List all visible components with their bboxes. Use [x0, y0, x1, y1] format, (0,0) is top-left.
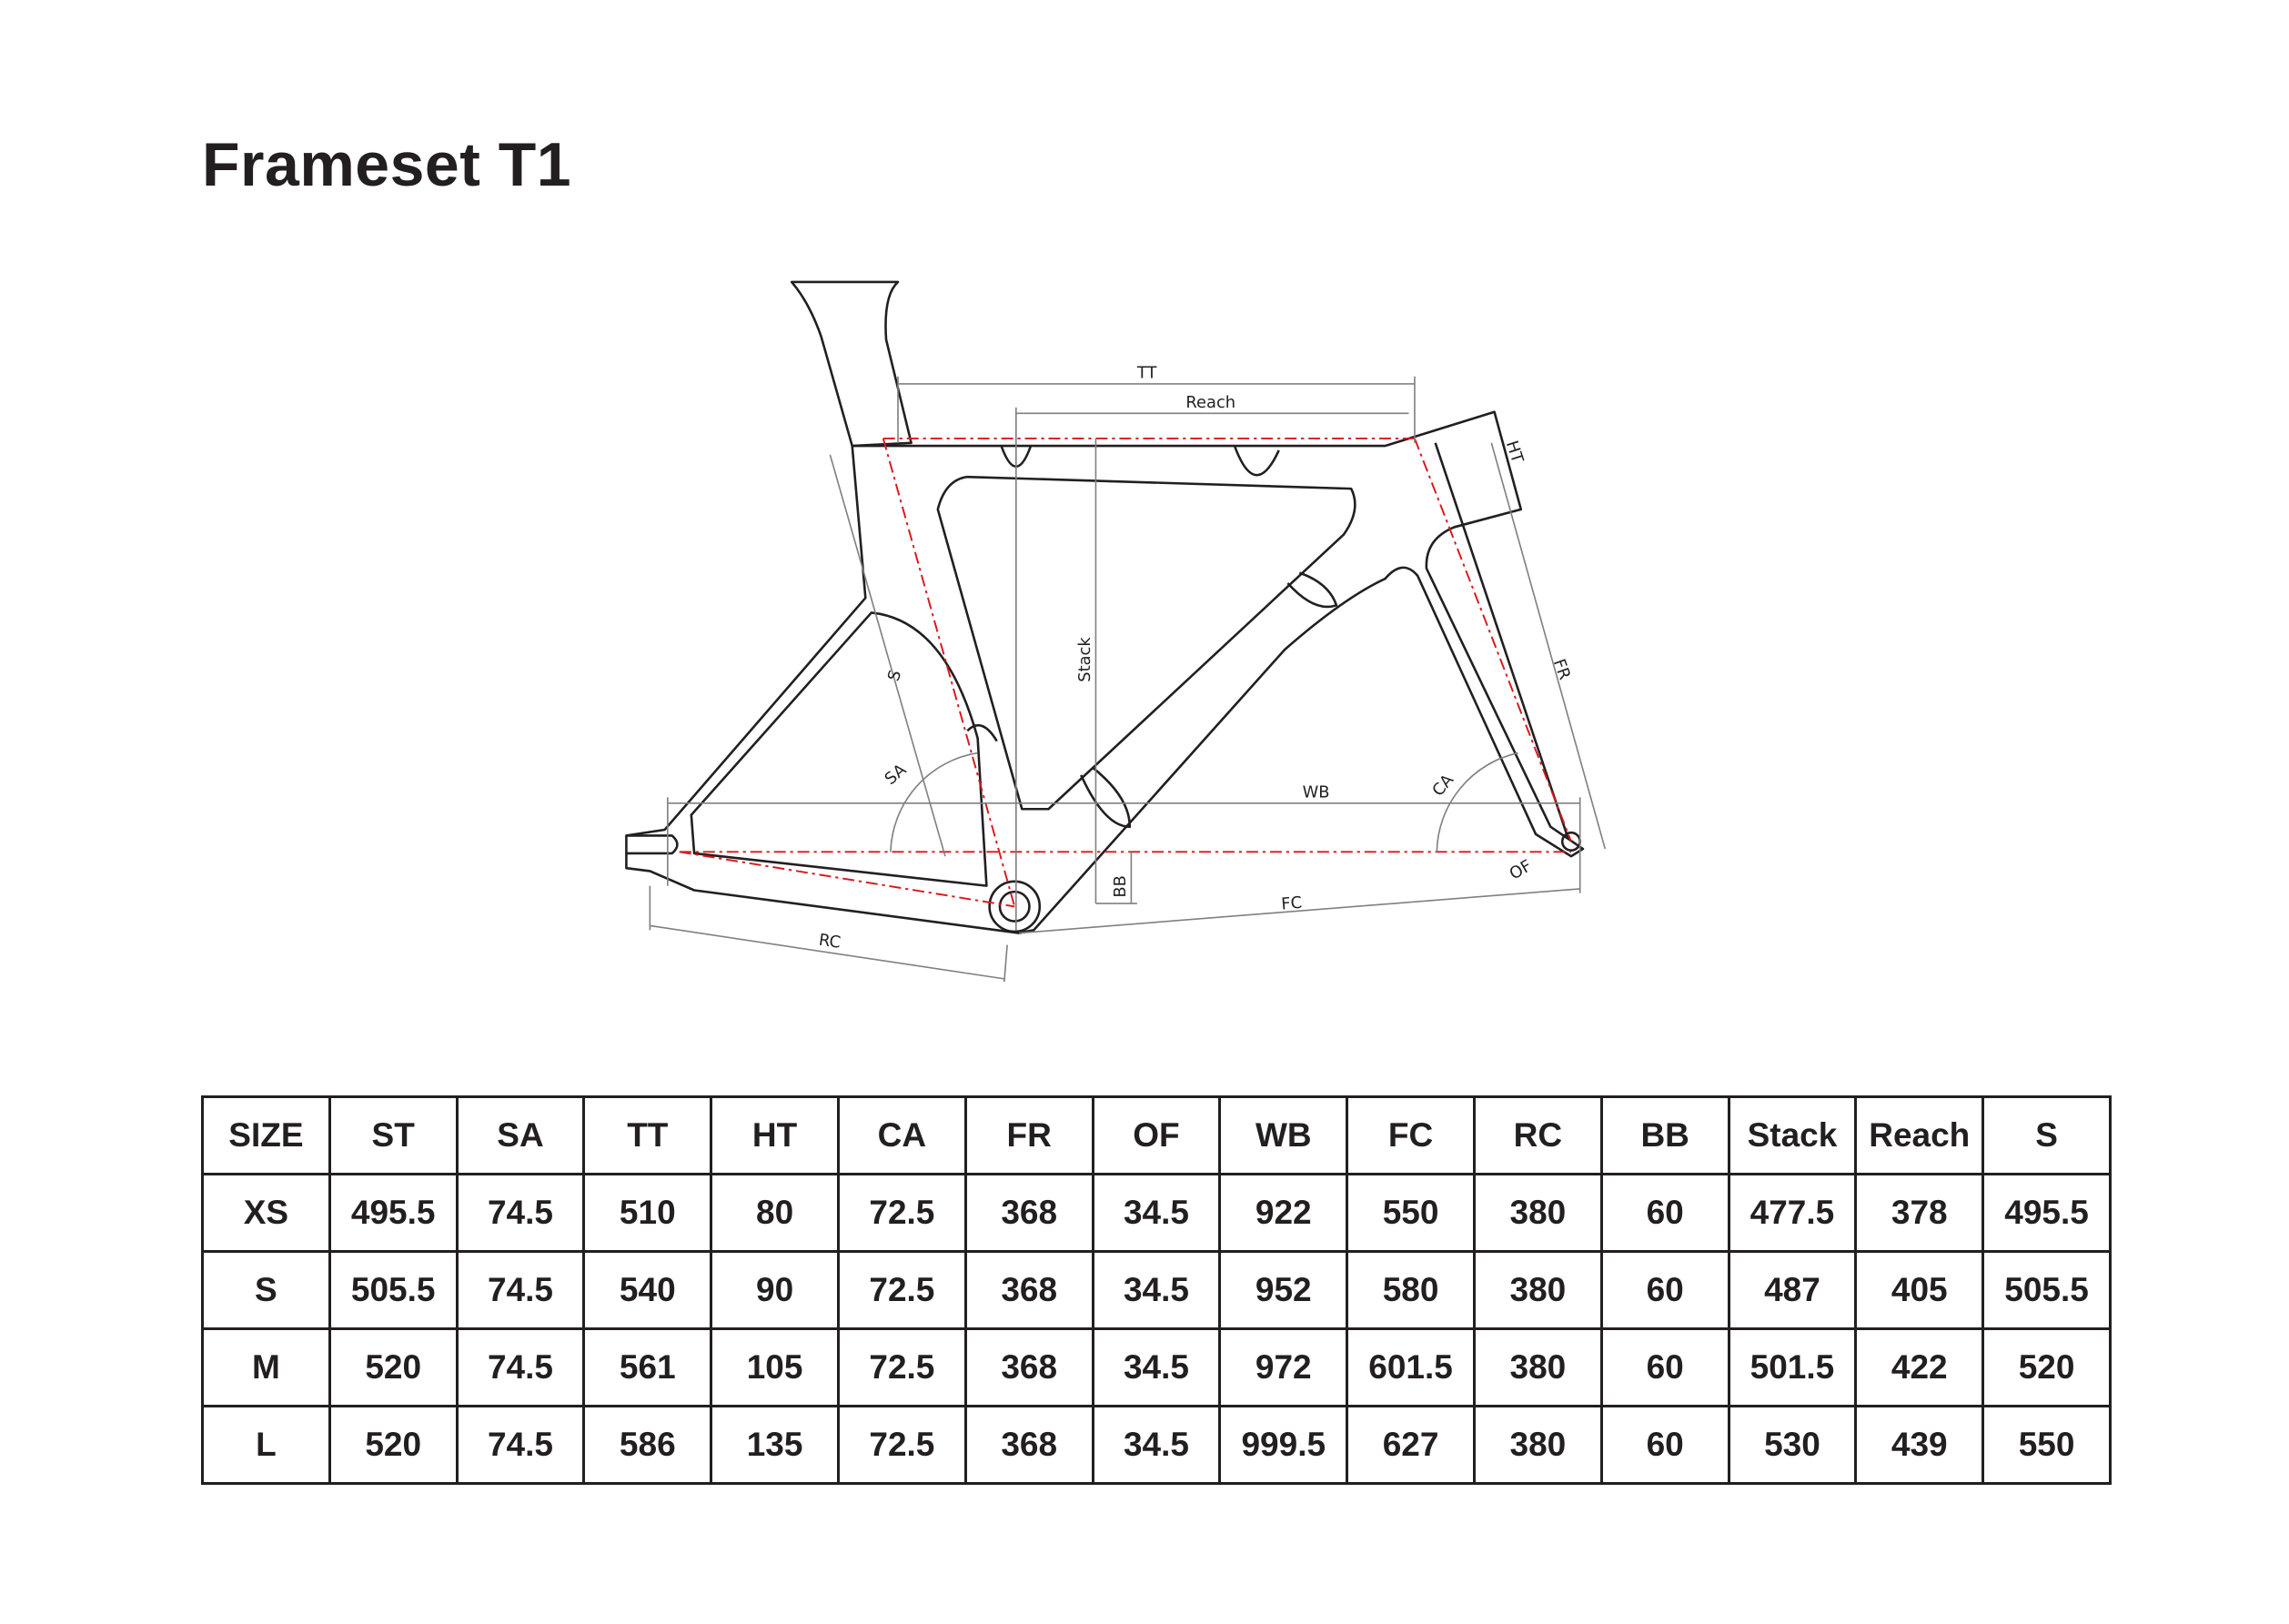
- column-header-bb: BB: [1599, 1095, 1730, 1175]
- table-cell: L: [201, 1405, 331, 1485]
- table-cell: 972: [1218, 1327, 1349, 1407]
- seatpost: [790, 280, 913, 448]
- table-cell: 520: [328, 1327, 459, 1407]
- table-cell: 368: [963, 1327, 1094, 1407]
- table-cell: 72.5: [836, 1405, 967, 1485]
- column-header-ht: HT: [710, 1095, 840, 1175]
- table-cell: 952: [1218, 1250, 1349, 1330]
- table-cell: 72.5: [836, 1327, 967, 1407]
- table-cell: 550: [1981, 1405, 2112, 1485]
- table-cell: 495.5: [328, 1173, 459, 1253]
- table-cell: 580: [1346, 1250, 1476, 1330]
- table-cell: 74.5: [455, 1405, 586, 1485]
- label-bb: BB: [1111, 875, 1130, 897]
- table-cell: 60: [1599, 1327, 1730, 1407]
- column-header-reach: Reach: [1854, 1095, 1985, 1175]
- table-cell: 520: [328, 1405, 459, 1485]
- table-cell: 80: [710, 1173, 840, 1253]
- table-cell: 505.5: [1981, 1250, 2112, 1330]
- rear-triangle-cutout: [690, 611, 988, 887]
- table-cell: 422: [1854, 1327, 1985, 1407]
- table-cell: 368: [963, 1250, 1094, 1330]
- column-header-size: SIZE: [201, 1095, 331, 1175]
- table-cell: 627: [1346, 1405, 1476, 1485]
- table-cell: 60: [1599, 1173, 1730, 1253]
- table-cell: 999.5: [1218, 1405, 1349, 1485]
- column-header-stack: Stack: [1727, 1095, 1858, 1175]
- table-cell: 378: [1854, 1173, 1985, 1253]
- label-fc: FC: [1281, 893, 1303, 914]
- table-cell: 60: [1599, 1250, 1730, 1330]
- table-cell: 72.5: [836, 1250, 967, 1330]
- table-cell: 586: [582, 1405, 713, 1485]
- table-cell: 601.5: [1346, 1327, 1476, 1407]
- table-cell: 380: [1472, 1250, 1603, 1330]
- column-header-st: ST: [328, 1095, 459, 1175]
- table-cell: 34.5: [1091, 1173, 1222, 1253]
- label-wb: WB: [1303, 782, 1330, 802]
- page-title: Frameset T1: [202, 130, 572, 199]
- column-header-fr: FR: [963, 1095, 1094, 1175]
- table-cell: 34.5: [1091, 1250, 1222, 1330]
- table-cell: 74.5: [455, 1173, 586, 1253]
- table-cell: 439: [1854, 1405, 1985, 1485]
- table-cell: 72.5: [836, 1173, 967, 1253]
- column-header-rc: RC: [1472, 1095, 1603, 1175]
- label-tt: TT: [1136, 363, 1157, 382]
- column-header-ca: CA: [836, 1095, 967, 1175]
- table-cell: 34.5: [1091, 1405, 1222, 1485]
- table-cell: 520: [1981, 1327, 2112, 1407]
- table-cell: 540: [582, 1250, 713, 1330]
- table-cell: 505.5: [328, 1250, 459, 1330]
- table-cell: 550: [1346, 1173, 1476, 1253]
- table-cell: 380: [1472, 1173, 1603, 1253]
- table-cell: 368: [963, 1173, 1094, 1253]
- label-reach: Reach: [1185, 393, 1235, 412]
- label-ht: HT: [1502, 439, 1528, 466]
- table-cell: 501.5: [1727, 1327, 1858, 1407]
- label-sa: SA: [882, 760, 911, 789]
- front-triangle-cutout: [936, 475, 1356, 811]
- column-header-of: OF: [1091, 1095, 1222, 1175]
- column-header-tt: TT: [582, 1095, 713, 1175]
- label-of: OF: [1507, 856, 1536, 883]
- table-cell: 60: [1599, 1405, 1730, 1485]
- table-cell: 105: [710, 1327, 840, 1407]
- table-cell: 34.5: [1091, 1327, 1222, 1407]
- table-cell: 487: [1727, 1250, 1858, 1330]
- column-header-fc: FC: [1346, 1095, 1476, 1175]
- table-cell: 380: [1472, 1405, 1603, 1485]
- table-cell: 530: [1727, 1405, 1858, 1485]
- table-cell: 510: [582, 1173, 713, 1253]
- label-ca: CA: [1428, 770, 1457, 800]
- table-cell: 368: [963, 1405, 1094, 1485]
- table-cell: 74.5: [455, 1327, 586, 1407]
- label-s: S: [884, 668, 905, 683]
- column-header-sa: SA: [455, 1095, 586, 1175]
- frame-outline: [625, 410, 1585, 934]
- column-header-wb: WB: [1218, 1095, 1349, 1175]
- table-cell: M: [201, 1327, 331, 1407]
- table-cell: 477.5: [1727, 1173, 1858, 1253]
- table-cell: 380: [1472, 1327, 1603, 1407]
- table-cell: 74.5: [455, 1250, 586, 1330]
- table-cell: 922: [1218, 1173, 1349, 1253]
- table-cell: 405: [1854, 1250, 1985, 1330]
- table-cell: 495.5: [1981, 1173, 2112, 1253]
- column-header-s: S: [1981, 1095, 2112, 1175]
- label-rc: RC: [818, 931, 842, 953]
- table-cell: 135: [710, 1405, 840, 1485]
- table-cell: 90: [710, 1250, 840, 1330]
- table-cell: S: [201, 1250, 331, 1330]
- label-stack: Stack: [1075, 637, 1094, 682]
- table-cell: 561: [582, 1327, 713, 1407]
- table-cell: XS: [201, 1173, 331, 1253]
